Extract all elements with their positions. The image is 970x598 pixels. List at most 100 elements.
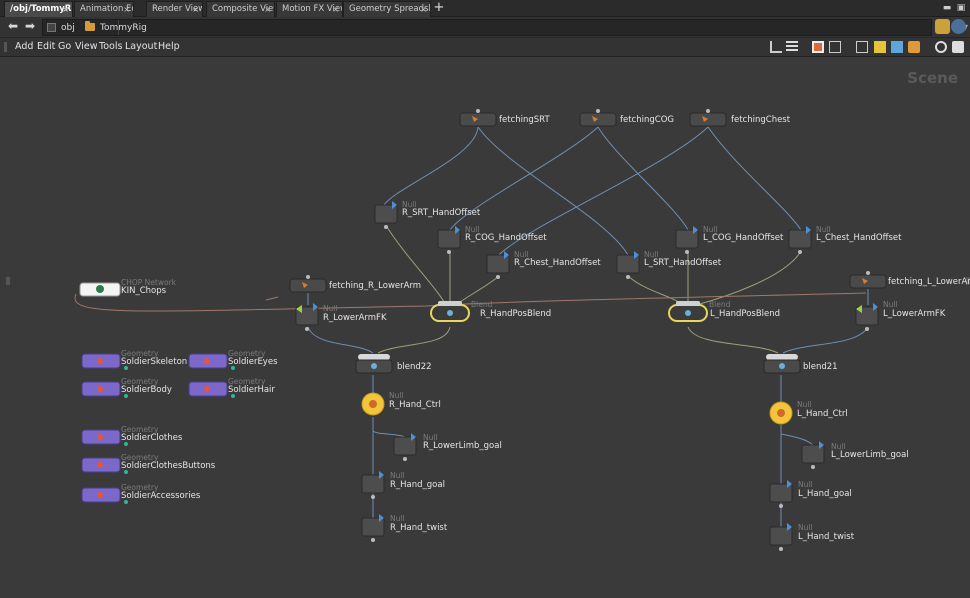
- close-tab-icon[interactable]: ×: [62, 5, 69, 14]
- node-label-KIN_Chops[interactable]: KIN_Chops: [121, 286, 167, 296]
- menu-help[interactable]: Help: [158, 41, 180, 52]
- node-shape-fetchingSRT[interactable]: [459, 109, 497, 127]
- node-shape-L_Hand_twist[interactable]: [769, 526, 793, 546]
- node-shape-blend21[interactable]: [763, 354, 801, 374]
- tab-motion-fx-view[interactable]: Motion FX View ×: [276, 1, 343, 17]
- node-label-R_HandPosBlend[interactable]: R_HandPosBlend: [480, 309, 552, 319]
- network-box-icon[interactable]: [891, 41, 903, 53]
- node-label-blend22[interactable]: blend22: [397, 362, 432, 372]
- node-label-R_Chest_HandOffset[interactable]: R_Chest_HandOffset: [514, 258, 601, 268]
- node-label-L_Hand_Ctrl[interactable]: L_Hand_Ctrl: [797, 409, 848, 419]
- tab-animation-editor[interactable]: Animation Editor ×: [74, 1, 134, 17]
- node-label-blend21[interactable]: blend21: [803, 362, 838, 372]
- node-label-R_Hand_Ctrl[interactable]: R_Hand_Ctrl: [389, 400, 441, 410]
- node-shape-R_SRT_HandOffset[interactable]: [374, 204, 398, 224]
- node-label-R_LowerArmFK[interactable]: R_LowerArmFK: [323, 313, 387, 323]
- grid-view-icon[interactable]: [812, 41, 824, 53]
- tab-composite-view[interactable]: Composite View ×: [206, 1, 275, 17]
- menu-tools[interactable]: Tools: [99, 41, 123, 52]
- node-shape-fetching_L_LowerArm[interactable]: [849, 271, 887, 289]
- node-shape-KIN_Chops[interactable]: [79, 282, 121, 297]
- tab-render-view[interactable]: Render View ×: [146, 1, 203, 17]
- layout-icon[interactable]: [856, 41, 868, 53]
- node-label-L_LowerArmFK[interactable]: L_LowerArmFK: [883, 309, 946, 319]
- breadcrumb-root[interactable]: obj: [61, 23, 75, 33]
- breadcrumb[interactable]: obj TommyRig ▼: [42, 19, 968, 36]
- close-tab-icon[interactable]: ×: [192, 5, 199, 14]
- node-label-SoldierAccessories[interactable]: SoldierAccessories: [121, 491, 201, 501]
- node-shape-L_Hand_goal[interactable]: [769, 483, 793, 503]
- node-label-R_Hand_goal[interactable]: R_Hand_goal: [390, 480, 445, 490]
- breadcrumb-current[interactable]: TommyRig: [100, 23, 147, 33]
- node-shape-R_Hand_Ctrl[interactable]: [361, 392, 385, 416]
- add-tab-button[interactable]: +: [433, 0, 445, 15]
- menu-add[interactable]: Add: [15, 41, 34, 52]
- camera-icon[interactable]: [952, 41, 964, 53]
- tab-network-editor[interactable]: /obj/TommyRig ×: [4, 1, 73, 17]
- node-shape-fetchingCOG[interactable]: [579, 109, 617, 127]
- node-shape-R_LowerLimb_goal[interactable]: [393, 436, 417, 456]
- node-shape-R_Hand_goal[interactable]: [361, 474, 385, 494]
- node-label-L_Hand_twist[interactable]: L_Hand_twist: [798, 532, 855, 542]
- node-shape-L_LowerLimb_goal[interactable]: [801, 444, 825, 464]
- menu-go[interactable]: Go: [58, 41, 72, 52]
- node-shape-R_HandPosBlend[interactable]: [430, 301, 470, 322]
- close-tab-icon[interactable]: ×: [123, 5, 130, 14]
- node-shape-blend22[interactable]: [355, 354, 393, 374]
- thumbnail-view-icon[interactable]: [829, 41, 841, 53]
- close-tab-icon[interactable]: ×: [264, 5, 271, 14]
- network-editor-pane[interactable]: Scene: [6, 57, 970, 598]
- list-view-icon[interactable]: [786, 41, 798, 53]
- node-shape-L_COG_HandOffset[interactable]: [675, 229, 699, 249]
- node-label-fetchingCOG[interactable]: fetchingCOG: [620, 115, 674, 125]
- search-icon[interactable]: [935, 41, 947, 53]
- node-shape-R_COG_HandOffset[interactable]: [437, 229, 461, 249]
- right-edge-handle[interactable]: [966, 277, 970, 285]
- node-label-L_LowerLimb_goal[interactable]: L_LowerLimb_goal: [831, 450, 909, 460]
- left-edge-handle[interactable]: [6, 277, 10, 285]
- node-label-SoldierBody[interactable]: SoldierBody: [121, 385, 172, 395]
- node-label-L_Hand_goal[interactable]: L_Hand_goal: [798, 489, 852, 499]
- node-shape-L_SRT_HandOffset[interactable]: [616, 254, 640, 274]
- node-label-SoldierSkeleton[interactable]: SoldierSkeleton: [121, 357, 188, 367]
- pin-icon[interactable]: [935, 19, 950, 34]
- pane-menu-icon[interactable]: ▬: [942, 3, 952, 13]
- node-label-SoldierHair[interactable]: SoldierHair: [228, 385, 275, 395]
- node-label-L_COG_HandOffset[interactable]: L_COG_HandOffset: [703, 233, 784, 243]
- menu-layout[interactable]: Layout: [125, 41, 158, 52]
- node-shape-R_Chest_HandOffset[interactable]: [486, 254, 510, 274]
- maximize-pane-icon[interactable]: ▣: [956, 3, 966, 13]
- node-label-SoldierClothesButtons[interactable]: SoldierClothesButtons: [121, 461, 216, 471]
- node-label-R_LowerLimb_goal[interactable]: R_LowerLimb_goal: [423, 441, 502, 451]
- menu-edit[interactable]: Edit: [37, 41, 56, 52]
- node-label-fetchingChest[interactable]: fetchingChest: [731, 115, 791, 125]
- close-tab-icon[interactable]: ×: [332, 5, 339, 14]
- node-label-L_SRT_HandOffset[interactable]: L_SRT_HandOffset: [644, 258, 722, 268]
- node-shape-L_Hand_Ctrl[interactable]: [769, 401, 793, 425]
- help-icon[interactable]: [951, 19, 966, 34]
- node-label-SoldierClothes[interactable]: SoldierClothes: [121, 433, 183, 443]
- palette-icon[interactable]: [908, 41, 920, 53]
- node-shape-L_HandPosBlend[interactable]: [668, 301, 708, 322]
- node-label-R_SRT_HandOffset[interactable]: R_SRT_HandOffset: [402, 208, 481, 218]
- sticky-note-icon[interactable]: [874, 41, 886, 53]
- node-label-R_COG_HandOffset[interactable]: R_COG_HandOffset: [465, 233, 547, 243]
- node-label-fetchingSRT[interactable]: fetchingSRT: [499, 115, 550, 125]
- tree-view-icon[interactable]: [770, 41, 782, 53]
- menu-view[interactable]: View: [75, 41, 98, 52]
- wire-chop-arrow: [265, 296, 279, 301]
- node-label-L_Chest_HandOffset[interactable]: L_Chest_HandOffset: [816, 233, 902, 243]
- node-label-R_Hand_twist[interactable]: R_Hand_twist: [390, 523, 448, 533]
- close-tab-icon[interactable]: ×: [420, 5, 427, 14]
- node-shape-fetching_R_LowerArm[interactable]: [289, 275, 327, 293]
- back-arrow-icon[interactable]: ⬅: [7, 19, 19, 33]
- node-label-fetching_L_LowerArm[interactable]: fetching_L_LowerArm: [888, 277, 970, 287]
- forward-arrow-icon[interactable]: ➡: [24, 19, 36, 33]
- node-shape-L_Chest_HandOffset[interactable]: [788, 229, 812, 249]
- node-label-L_HandPosBlend[interactable]: L_HandPosBlend: [710, 309, 781, 319]
- tab-geometry-spreadsheet[interactable]: Geometry Spreadsheet ×: [343, 1, 431, 17]
- node-shape-fetchingChest[interactable]: [689, 109, 727, 127]
- node-label-SoldierEyes[interactable]: SoldierEyes: [228, 357, 278, 367]
- node-shape-R_Hand_twist[interactable]: [361, 517, 385, 537]
- node-label-fetching_R_LowerArm[interactable]: fetching_R_LowerArm: [329, 281, 422, 291]
